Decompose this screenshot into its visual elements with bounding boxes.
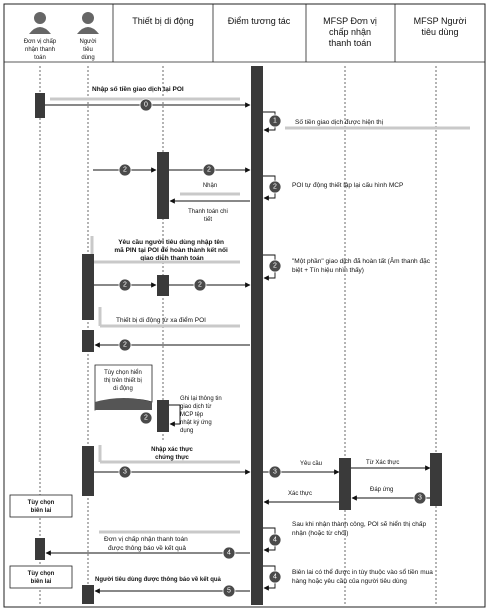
- note-receive: Nhận: [203, 183, 217, 189]
- step-2g-badge: [118, 338, 132, 352]
- step-2c-badge: [268, 180, 282, 194]
- svg-text:2: 2: [198, 282, 202, 289]
- consumer-activation-2: [82, 330, 94, 352]
- step-2h-badge: [139, 411, 153, 425]
- svg-text:4: 4: [273, 574, 277, 581]
- svg-text:2: 2: [123, 167, 127, 174]
- mobile-activation-2: [157, 275, 169, 296]
- merchant-activation-0: [35, 93, 45, 118]
- mfsp-consumer-activation: [430, 453, 442, 506]
- svg-text:4: 4: [227, 550, 231, 557]
- consumer-activation-3: [82, 446, 94, 496]
- svg-text:3: 3: [418, 495, 422, 502]
- arrow-self-mobile: [169, 404, 181, 427]
- step-5a-badge: [222, 584, 236, 598]
- note-poi-success: Sau khi nhận thành công, POI sẽ hiển thị…: [292, 519, 426, 537]
- consumer-avatar-icon: [77, 12, 99, 34]
- note-device-away: Thiết bị di động từ xa điểm POI: [116, 315, 206, 324]
- step-3a-badge: [118, 465, 132, 479]
- note-receipt-print: Biên lai có thể được in tùy thuộc vào sổ…: [292, 567, 433, 585]
- opt-receipt-box-2: [9, 565, 73, 589]
- svg-text:2: 2: [273, 263, 277, 270]
- lane-poi-label: Điểm tương tác: [228, 16, 291, 26]
- consumer-activation-4: [82, 585, 94, 604]
- note-log-info: Ghi lại thông tin giao dịch từ MCP tệp n…: [180, 396, 223, 434]
- step-2e-badge: [193, 278, 207, 292]
- svg-text:2: 2: [207, 167, 211, 174]
- svg-text:3: 3: [273, 469, 277, 476]
- note-response: Đáp ứng: [370, 487, 393, 493]
- step-2f-badge: [268, 259, 282, 273]
- mobile-activation-3: [157, 400, 169, 432]
- opt-receipt-box-1: [9, 494, 73, 518]
- svg-text:3: 3: [123, 469, 127, 476]
- merchant-avatar-icon: [29, 12, 51, 34]
- note-consumer-notified: Người tiêu dùng được thông báo về kết qu…: [95, 576, 222, 583]
- step-5b-badge: [268, 570, 282, 584]
- step-4a-badge: [222, 546, 236, 560]
- note-partial-done: "Một phần" giao dịch đã hoàn tất (Âm tha…: [292, 256, 432, 274]
- step-3b-badge: [268, 465, 282, 479]
- step-0-label: 0: [144, 102, 148, 109]
- step-2b-badge: [202, 163, 216, 177]
- merchant-activation-1: [35, 538, 45, 560]
- step-0-badge: [139, 98, 153, 112]
- step-4b-badge: [268, 533, 282, 547]
- note-ask-pin: Yêu cầu người tiêu dùng nhập tên mã PIN …: [114, 237, 229, 262]
- step-3c-badge: [413, 491, 427, 505]
- note-request: Yêu cầu: [300, 461, 322, 467]
- step-1-badge: [268, 114, 282, 128]
- step-2a-badge: [118, 163, 132, 177]
- note-poi-reset-mcp: POI tự động thiết lập lại cấu hình MCP: [292, 180, 403, 189]
- svg-text:2: 2: [123, 282, 127, 289]
- step-1-label: 1: [273, 118, 277, 125]
- mfsp-merchant-activation: [339, 458, 351, 510]
- svg-text:2: 2: [123, 342, 127, 349]
- lane-mobile-label: Thiết bị di động: [132, 16, 194, 26]
- svg-text:4: 4: [273, 537, 277, 544]
- svg-text:2: 2: [273, 184, 277, 191]
- step-2d-badge: [118, 278, 132, 292]
- note-enter-amount: Nhập số tiền giao dịch tại POI: [92, 84, 184, 93]
- note-auth: Xác thực: [288, 491, 312, 497]
- svg-text:5: 5: [227, 588, 231, 595]
- note-amount-displayed: Số tiền giao dịch được hiện thị: [295, 117, 383, 126]
- svg-text:2: 2: [144, 415, 148, 422]
- diagram-frame: [3, 3, 486, 608]
- mobile-activation-1: [157, 152, 169, 219]
- note-from-auth: Từ Xác thực: [366, 460, 399, 466]
- poi-activation-bar: [251, 66, 263, 605]
- consumer-activation-1: [82, 254, 94, 320]
